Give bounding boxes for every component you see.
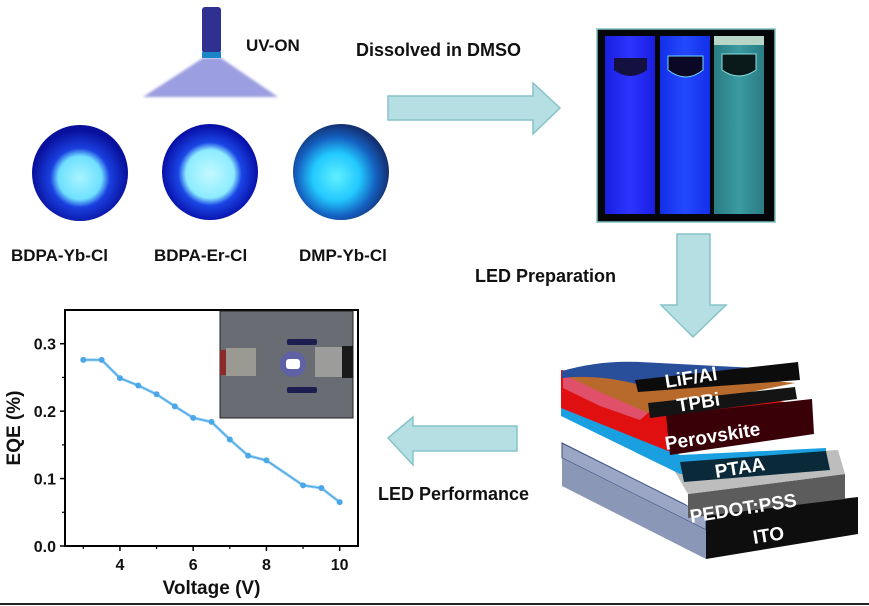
data-point bbox=[208, 418, 215, 425]
x-tick-label: 6 bbox=[189, 557, 198, 574]
data-point bbox=[80, 356, 87, 363]
sample-dish-dmp-yb-cl bbox=[293, 124, 389, 220]
arrow-down-icon bbox=[659, 233, 728, 339]
inset-top-bar bbox=[287, 339, 317, 345]
cuvette-3-cap bbox=[714, 36, 764, 45]
data-point bbox=[153, 391, 160, 398]
uv-beam bbox=[143, 58, 278, 97]
x-tick-label: 10 bbox=[331, 557, 349, 574]
y-tick-label: 0.0 bbox=[34, 539, 56, 556]
layer-ito-front bbox=[562, 458, 706, 559]
layer-label-ito: ITO bbox=[751, 523, 785, 549]
y-tick-label: 0.1 bbox=[34, 472, 56, 489]
inset-left-electrode bbox=[226, 348, 256, 376]
arrow-left-icon bbox=[386, 415, 518, 467]
cuvette-3-meniscus bbox=[721, 53, 757, 77]
step-label-dissolve: Dissolved in DMSO bbox=[356, 40, 522, 60]
uv-lamp-tube bbox=[202, 7, 221, 53]
data-point bbox=[226, 436, 233, 443]
cuvette-2-meniscus bbox=[667, 55, 704, 78]
data-point bbox=[135, 382, 142, 389]
plot-frame bbox=[64, 309, 359, 547]
inset-led-emission bbox=[286, 359, 300, 369]
data-point bbox=[300, 482, 307, 489]
data-point bbox=[263, 457, 270, 464]
sample-label-bdpa-er-cl: BDPA-Er-Cl bbox=[154, 246, 248, 265]
data-point bbox=[116, 375, 123, 382]
layer-tpbi-side bbox=[648, 387, 797, 418]
arrow-right-icon bbox=[387, 81, 562, 136]
step-label-performance: LED Performance bbox=[378, 484, 530, 504]
sample-dish-bdpa-er-cl bbox=[162, 124, 258, 220]
y-tick-label: 0.2 bbox=[34, 404, 56, 421]
layer-perovskite-side bbox=[666, 399, 814, 455]
inset-right-electrode bbox=[315, 347, 347, 377]
x-axis-label: Voltage (V) bbox=[163, 578, 261, 599]
layer-ito-side bbox=[706, 497, 858, 559]
sample-dish-bdpa-yb-cl bbox=[32, 125, 128, 221]
data-point bbox=[245, 452, 252, 459]
sample-label-dmp-yb-cl: DMP-Yb-Cl bbox=[299, 246, 387, 265]
inset-right-clip bbox=[342, 346, 353, 378]
data-point bbox=[318, 485, 325, 492]
data-point bbox=[336, 499, 343, 506]
data-point bbox=[171, 403, 178, 410]
data-point bbox=[98, 356, 105, 363]
layer-lif-al-side bbox=[635, 362, 800, 392]
sample-label-bdpa-yb-cl: BDPA-Yb-Cl bbox=[11, 246, 108, 265]
cuvette-1-meniscus bbox=[614, 58, 647, 76]
y-tick-label: 0.3 bbox=[34, 337, 56, 354]
x-tick-label: 4 bbox=[115, 557, 124, 574]
led-inset-photo bbox=[219, 310, 354, 419]
layer-ptaa-side bbox=[680, 451, 830, 482]
inset-bottom-bar bbox=[287, 387, 317, 393]
series-line bbox=[83, 359, 341, 503]
uv-lamp-band bbox=[202, 52, 221, 58]
step-label-preparation: LED Preparation bbox=[475, 266, 617, 286]
layer-tpbi-edge bbox=[563, 374, 648, 420]
uv-on-label: UV-ON bbox=[246, 36, 300, 55]
x-tick-label: 8 bbox=[262, 557, 271, 574]
y-axis-label: EQE (%) bbox=[4, 391, 25, 466]
layer-pedot-side bbox=[688, 474, 845, 518]
bottom-divider bbox=[0, 603, 869, 605]
data-point bbox=[190, 414, 197, 421]
